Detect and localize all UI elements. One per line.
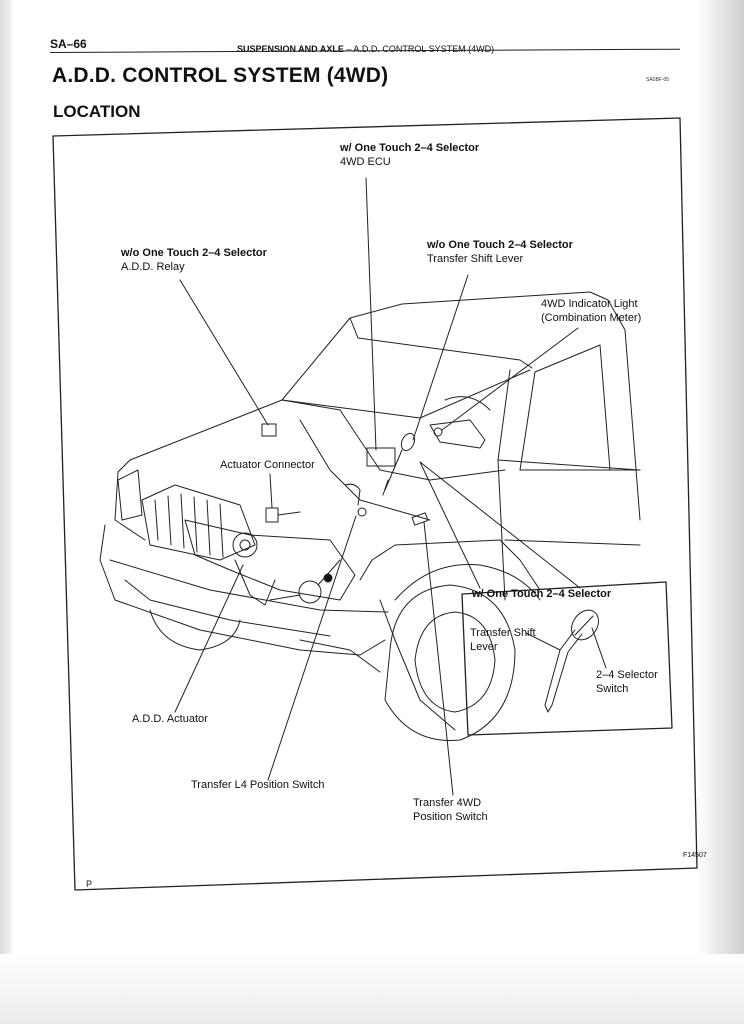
corner-mark: P bbox=[86, 879, 93, 889]
leader-l4-switch bbox=[267, 515, 357, 781]
actuator-connector-shape bbox=[265, 507, 301, 523]
inset-pointer bbox=[419, 461, 581, 589]
doc-code: SA0BF-05 bbox=[646, 77, 670, 83]
leader-indicator bbox=[441, 327, 579, 431]
fourwd-switch-shape bbox=[411, 512, 429, 526]
diagram-frame bbox=[52, 117, 698, 891]
label-add-relay: w/o One Touch 2–4 Selector A.D.D. Relay bbox=[121, 246, 267, 274]
inset-label-switch: 2–4 Selector Switch bbox=[596, 669, 658, 695]
leader-relay bbox=[179, 279, 269, 426]
figure-code: F14507 bbox=[683, 852, 707, 859]
inset-leader-lever bbox=[525, 632, 561, 651]
label-transfer-shift-lever: w/o One Touch 2–4 Selector Transfer Shif… bbox=[427, 238, 573, 266]
page-subtitle: LOCATION bbox=[53, 102, 141, 121]
inset-frame bbox=[461, 581, 673, 736]
header-separator: – bbox=[346, 44, 352, 54]
vehicle-illustration bbox=[99, 291, 641, 741]
leader-shift-lever bbox=[412, 274, 469, 441]
shift-lever-qualifier: w/o One Touch 2–4 Selector bbox=[427, 239, 573, 251]
label-actuator-connector: Actuator Connector bbox=[220, 459, 315, 471]
label-4wd-indicator: 4WD Indicator Light (Combination Meter) bbox=[541, 297, 641, 325]
inset-title: w/ One Touch 2–4 Selector bbox=[472, 588, 612, 600]
leader-actuator bbox=[174, 564, 244, 713]
label-add-actuator: A.D.D. Actuator bbox=[132, 713, 208, 725]
inset-label-lever: Transfer Shift Lever bbox=[470, 627, 536, 653]
header-section: SUSPENSION AND AXLE bbox=[237, 44, 344, 54]
shift-lever-shape bbox=[382, 432, 416, 496]
relay-qualifier: w/o One Touch 2–4 Selector bbox=[121, 247, 267, 259]
page-edge-shadow-left bbox=[0, 0, 12, 1024]
shift-lever-name: Transfer Shift Lever bbox=[427, 253, 524, 265]
l4-switch-shape bbox=[344, 483, 367, 517]
label-4wd-ecu: w/ One Touch 2–4 Selector 4WD ECU bbox=[340, 141, 479, 169]
running-header: SUSPENSION AND AXLE – A.D.D. CONTROL SYS… bbox=[237, 44, 494, 54]
inset-leader-switch bbox=[591, 627, 607, 669]
page-number: SA–66 bbox=[50, 37, 87, 51]
page-edge-shadow-right bbox=[698, 0, 744, 1024]
leader-actuator-connector bbox=[269, 473, 273, 509]
ecu-qualifier: w/ One Touch 2–4 Selector bbox=[340, 142, 480, 154]
page-edge-shadow-bottom bbox=[0, 954, 744, 1024]
indicator-line2: (Combination Meter) bbox=[541, 312, 642, 324]
ecu-name: 4WD ECU bbox=[340, 156, 391, 168]
label-4wd-position-switch: Transfer 4WD Position Switch bbox=[413, 797, 488, 823]
leader-fourwd-switch bbox=[423, 521, 454, 796]
leader-ecu bbox=[365, 177, 377, 451]
ecu-shape bbox=[366, 447, 396, 467]
label-l4-position-switch: Transfer L4 Position Switch bbox=[191, 779, 325, 791]
indicator-line1: 4WD Indicator Light bbox=[541, 298, 638, 310]
relay-name: A.D.D. Relay bbox=[121, 261, 185, 273]
page-title: A.D.D. CONTROL SYSTEM (4WD) bbox=[52, 64, 389, 87]
add-relay-shape bbox=[261, 423, 277, 437]
header-subsection: A.D.D. CONTROL SYSTEM (4WD) bbox=[353, 44, 495, 54]
